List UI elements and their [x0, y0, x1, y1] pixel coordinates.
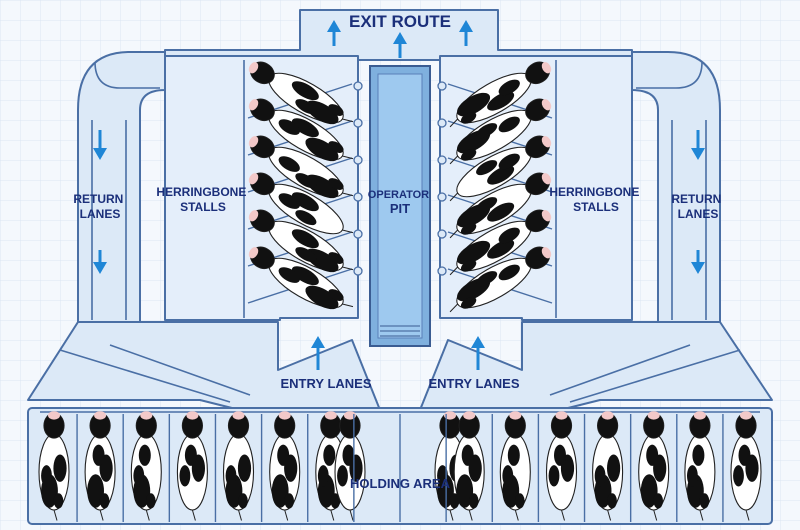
stall-cow: [449, 98, 552, 165]
stall-cow: [248, 61, 354, 125]
herringbone-stalls-right-label: HERRINGBONE STALLS: [549, 185, 642, 214]
railings: [40, 60, 760, 413]
entry-lanes-left-label: ENTRY LANES: [280, 376, 371, 391]
stall-post: [437, 81, 447, 91]
return-right-line-2: LANES: [678, 207, 719, 221]
return-arrow-right-top: [691, 130, 705, 160]
entry-arrow-right: [471, 336, 485, 370]
stall-cow: [449, 172, 552, 239]
stall-cow: [248, 172, 354, 235]
holding-cow: [545, 411, 578, 521]
stalls-left-line-1: HERRINGBONE: [156, 185, 246, 199]
holding-cow: [84, 411, 116, 521]
return-arrow-left-top: [93, 130, 107, 160]
operator-pit: [369, 65, 431, 347]
operator-pit-label: OPERATOR PIT: [368, 189, 432, 216]
holding-cow: [684, 411, 716, 521]
holding-cow: [592, 411, 624, 521]
flow-arrows: [93, 20, 705, 370]
stall-cow: [248, 209, 354, 273]
return-lanes-right-label: RETURN LANES: [671, 192, 724, 221]
holding-cow: [499, 411, 531, 521]
entry-lanes-right-label: ENTRY LANES: [428, 376, 519, 391]
holding-cow: [176, 411, 208, 521]
stall-post: [437, 155, 447, 165]
stall-post: [437, 229, 447, 239]
stall-post: [353, 192, 363, 202]
holding-cow: [269, 411, 301, 521]
return-left-line-2: LANES: [80, 207, 121, 221]
holding-cow: [222, 411, 255, 521]
return-arrow-left-bottom: [93, 250, 107, 274]
return-arrow-right-bottom: [691, 250, 705, 274]
stall-cow: [248, 98, 354, 162]
stall-post: [353, 118, 363, 128]
holding-cow: [730, 411, 762, 521]
stalls-right-line-1: HERRINGBONE: [549, 185, 639, 199]
return-lanes-left-label: RETURN LANES: [73, 192, 126, 221]
holding-area-label: HOLDING AREA: [350, 476, 451, 491]
stall-post: [437, 192, 447, 202]
stall-cow: [248, 135, 354, 199]
stall-cow: [449, 209, 552, 276]
holding-cow: [38, 411, 70, 521]
stall-cow: [248, 246, 354, 310]
exit-arrow-left: [327, 20, 341, 46]
operator-pit-line-2: PIT: [390, 201, 410, 216]
holding-cow: [334, 411, 366, 521]
stall-cow: [449, 61, 552, 128]
return-right-line-1: RETURN: [671, 192, 721, 206]
holding-cow: [130, 411, 162, 521]
entry-arrow-left: [311, 336, 325, 370]
stall-post: [437, 118, 447, 128]
return-left-line-1: RETURN: [73, 192, 123, 206]
holding-cow: [638, 411, 670, 521]
operator-pit-line-1: OPERATOR: [368, 189, 429, 201]
stalls-right-line-2: STALLS: [573, 200, 619, 214]
stall-cows: [248, 61, 552, 313]
pit-stairs: [380, 325, 420, 337]
stall-post: [353, 81, 363, 91]
stall-cow: [449, 135, 552, 202]
stall-post: [353, 229, 363, 239]
stalls-left-line-2: STALLS: [180, 200, 226, 214]
stall-post: [353, 155, 363, 165]
exit-arrow-center: [393, 32, 407, 58]
exit-route-title: EXIT ROUTE: [349, 12, 451, 31]
stall-post: [353, 266, 363, 276]
stall-cow: [449, 246, 552, 313]
holding-cow: [453, 411, 485, 521]
exit-arrow-right: [459, 20, 473, 46]
herringbone-stalls-left-label: HERRINGBONE STALLS: [156, 185, 249, 214]
stall-post: [437, 266, 447, 276]
holding-cows: [38, 411, 762, 521]
holding-gates: [76, 414, 724, 522]
